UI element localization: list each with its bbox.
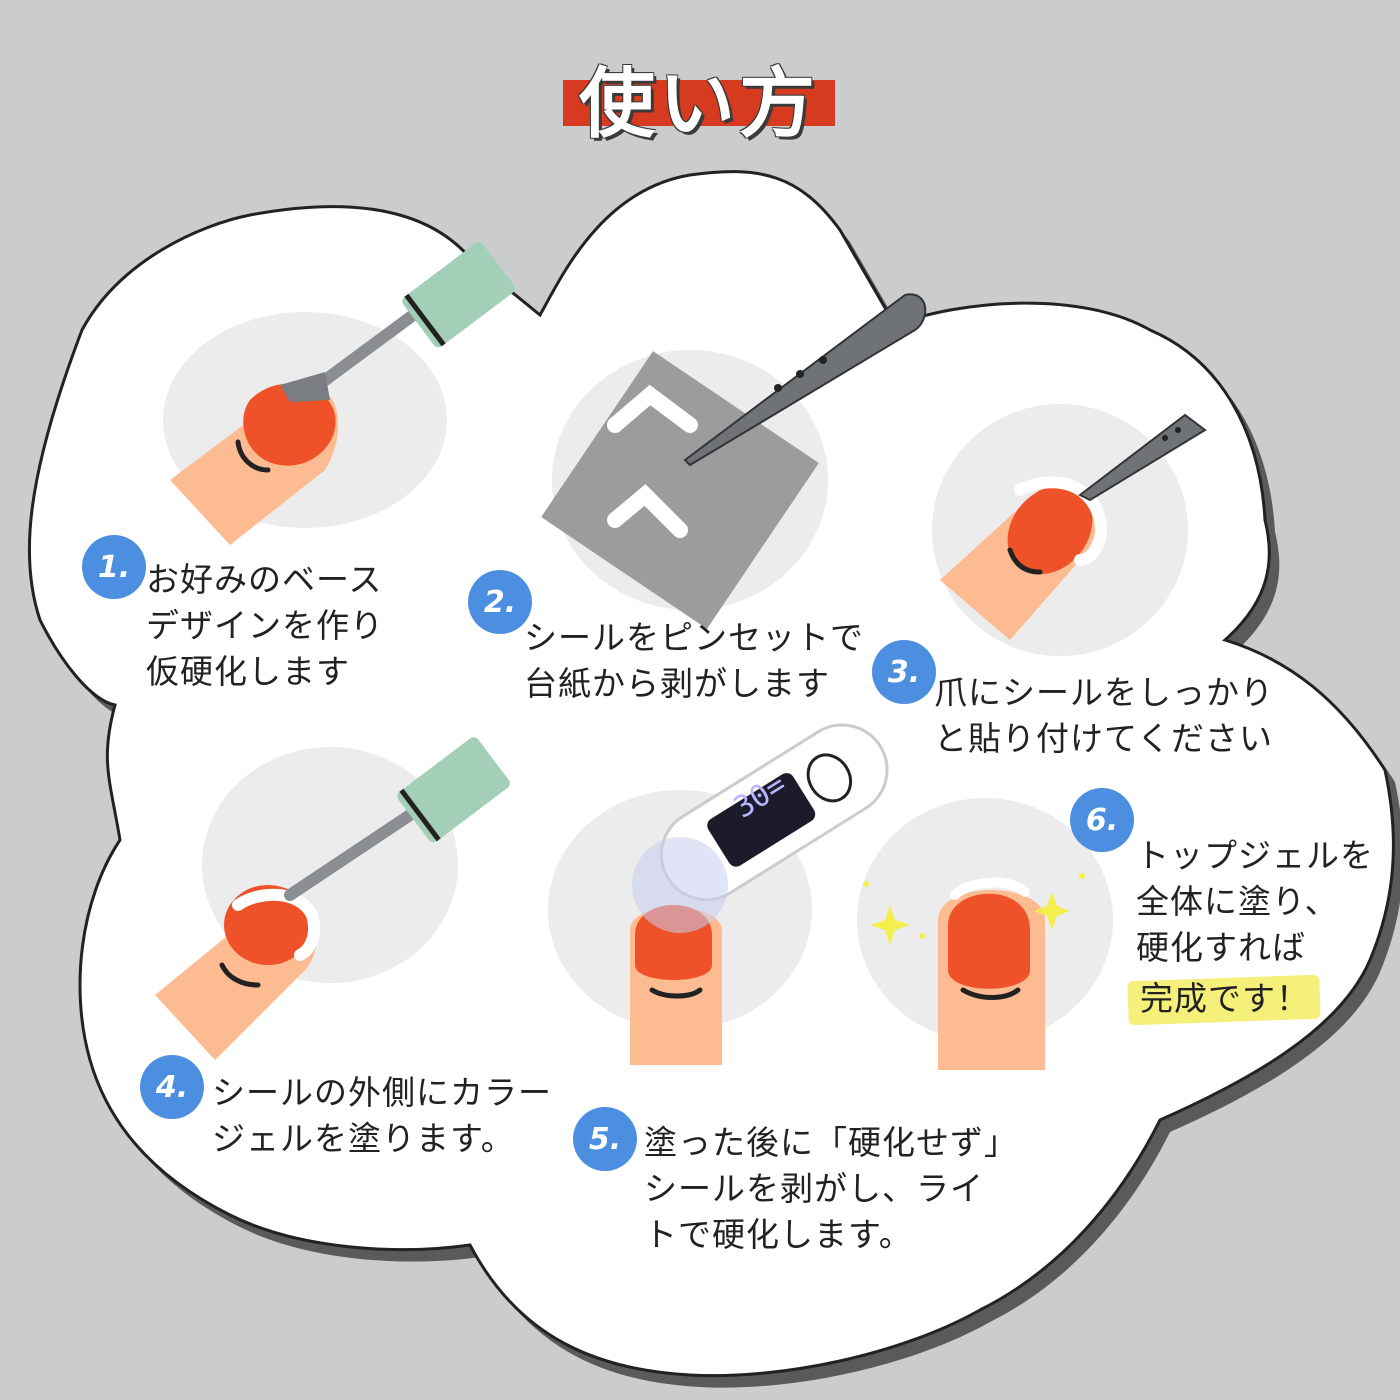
step-1-badge: 1. [82, 535, 146, 599]
step3-illustration [940, 413, 1207, 640]
step4-illustration [155, 737, 510, 1060]
step-5-badge: 5. [573, 1107, 637, 1171]
step-3-text: 爪にシールをしっかり と貼り付けてください [934, 673, 1274, 758]
step2-illustration [541, 293, 927, 629]
step1-illustration [170, 242, 515, 545]
sparkle-icon [1034, 892, 1070, 930]
sparkle-icon [870, 905, 910, 945]
step-1-text: お好みのベース デザインを作り 仮硬化します [146, 560, 384, 691]
nail-3 [1007, 485, 1093, 575]
lamp-screen [707, 773, 816, 867]
uv-light [632, 837, 728, 933]
step-6-completion: 完成です！ [1140, 979, 1310, 1018]
step-6-text: トップジェルを 全体に塗り、 硬化すれば [1136, 836, 1374, 967]
step-4-badge: 4. [140, 1055, 204, 1119]
brush-cap-4 [397, 737, 510, 843]
nail-1 [243, 383, 336, 466]
step6-illustration [863, 873, 1085, 1070]
brush-cap-1 [402, 242, 515, 348]
nail-6 [948, 893, 1030, 989]
step-4-text: シールの外側にカラー ジェルを塗ります。 [212, 1073, 552, 1158]
step-3-badge: 3. [872, 640, 936, 704]
step-2-badge: 2. [468, 570, 532, 634]
step5-illustration [630, 723, 889, 1065]
step-6-badge: 6. [1070, 788, 1134, 852]
title-bar [563, 80, 835, 126]
step-2-text: シールをピンセットで 台紙から剥がします [524, 618, 864, 703]
page-title: 使い方 [579, 59, 819, 148]
step-5-text: 塗った後に「硬化せず」 シールを剥がし、ライ トで硬化します。 [644, 1123, 1018, 1254]
